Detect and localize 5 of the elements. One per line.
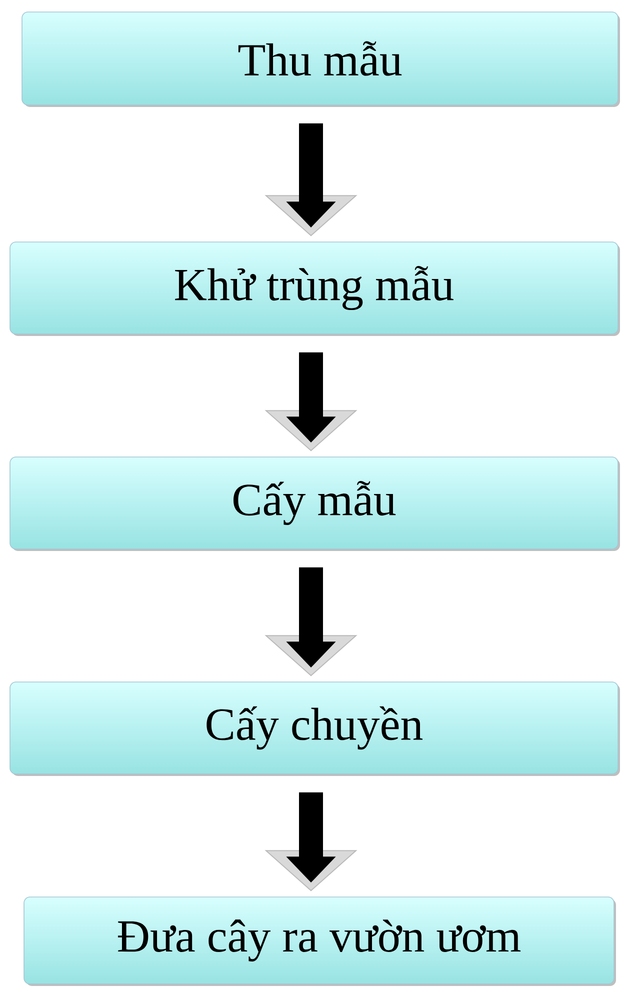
process-box: Cấy mẫu	[10, 456, 620, 551]
process-box: Thu mẫu	[22, 12, 620, 107]
process-box: Cấy chuyền	[10, 682, 620, 776]
process-box: Khử trùng mẫu	[10, 242, 620, 336]
process-box: Đưa cây ra vườn ươm	[24, 896, 616, 986]
